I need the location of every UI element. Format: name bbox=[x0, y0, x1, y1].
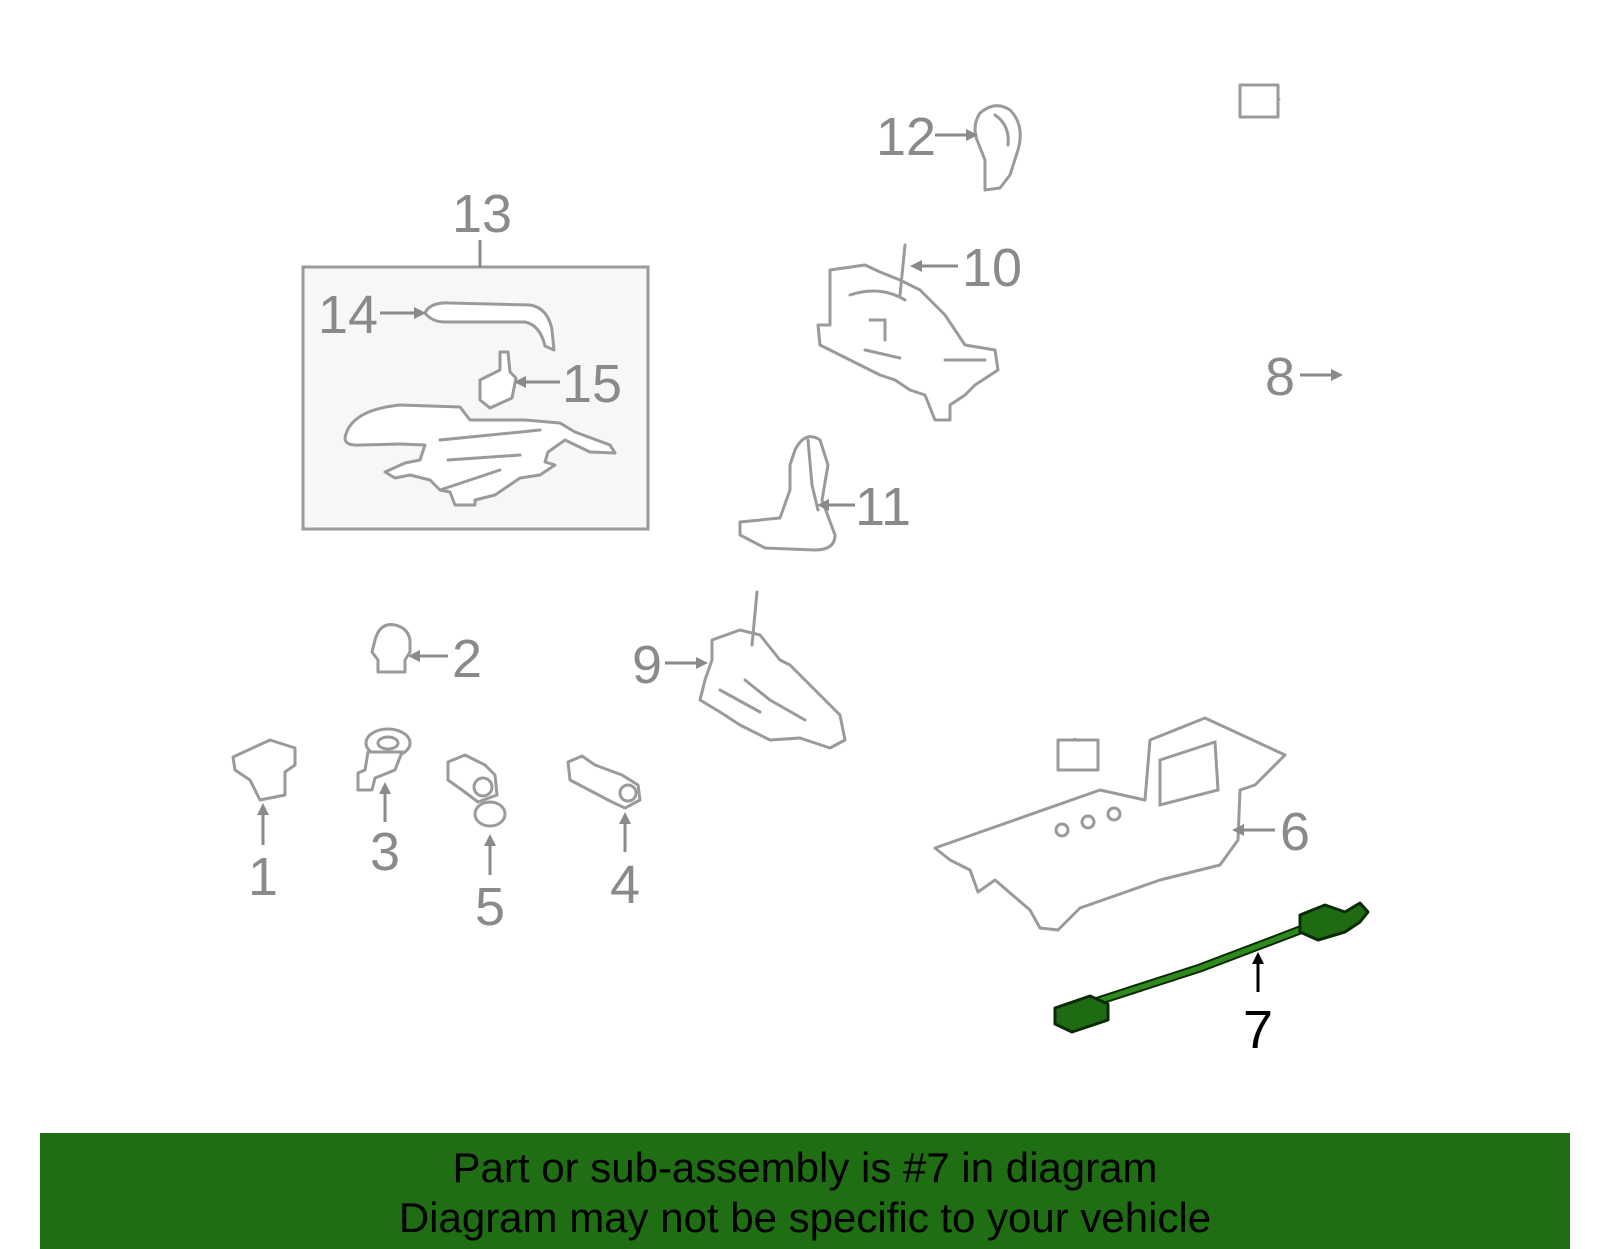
part-9-lever bbox=[750, 590, 759, 647]
part-10-lever bbox=[898, 243, 907, 297]
part-9-mechanism bbox=[698, 628, 847, 750]
part-6-hole-3 bbox=[1106, 806, 1122, 822]
banner-line-2: Diagram may not be specific to your vehi… bbox=[398, 1194, 1212, 1241]
part-14-trim[interactable] bbox=[423, 301, 556, 352]
part-6-group[interactable]: 6 bbox=[933, 716, 1310, 932]
part-13-cover-detail bbox=[438, 428, 542, 492]
callout-13: 13 bbox=[452, 184, 512, 244]
part-11-boot bbox=[738, 435, 837, 552]
part-11-group[interactable]: 11 bbox=[738, 435, 911, 552]
callout-7-arrow bbox=[1252, 952, 1264, 964]
callout-11: 11 bbox=[855, 477, 911, 537]
part-5-group[interactable]: 5 bbox=[446, 753, 507, 937]
part-5-socket bbox=[446, 753, 499, 804]
part-1-group[interactable]: 1 bbox=[231, 738, 297, 907]
callout-5: 5 bbox=[475, 877, 505, 937]
part-8-cable-inner bbox=[1073, 98, 1347, 738]
part-12-group[interactable]: 12 bbox=[876, 104, 1022, 192]
part-6-plate bbox=[933, 716, 1287, 932]
part-10-shifter bbox=[816, 263, 1000, 422]
callout-11-arrow bbox=[817, 499, 829, 511]
part-12-knob bbox=[973, 104, 1022, 192]
banner-line-1: Part or sub-assembly is #7 in diagram bbox=[452, 1144, 1158, 1191]
part-8-connector-top bbox=[1238, 83, 1280, 119]
callout-9-arrow bbox=[696, 657, 708, 669]
callout-15-arrow bbox=[514, 376, 526, 388]
callout-10: 10 bbox=[962, 238, 1022, 298]
part-5-socket-face bbox=[472, 776, 494, 798]
callout-1-arrow bbox=[257, 803, 269, 815]
callout-12-arrow bbox=[966, 129, 978, 141]
callout-1: 1 bbox=[248, 847, 278, 907]
part-15-bracket[interactable] bbox=[478, 350, 518, 410]
callout-14-arrow bbox=[414, 307, 426, 319]
part-2-clip bbox=[370, 623, 412, 674]
callout-8: 8 bbox=[1265, 347, 1295, 407]
part-8-connector-bottom bbox=[1056, 738, 1100, 772]
callout-9: 9 bbox=[632, 635, 662, 695]
part-5-bulb bbox=[473, 800, 507, 828]
part-11-boot-detail bbox=[806, 438, 820, 512]
callout-3-arrow bbox=[379, 782, 391, 794]
part-4-socket bbox=[566, 754, 642, 810]
part-9-detail bbox=[718, 678, 807, 722]
part-7-wire-inner bbox=[1092, 927, 1303, 1005]
callout-14: 14 bbox=[318, 285, 378, 345]
callout-4: 4 bbox=[610, 855, 640, 915]
part-2-group[interactable]: 2 bbox=[370, 623, 482, 689]
callout-2-arrow bbox=[408, 650, 420, 662]
part-7-connector-left bbox=[1053, 994, 1110, 1034]
part-3-body bbox=[356, 750, 404, 792]
callout-3: 3 bbox=[370, 822, 400, 882]
part-9-group[interactable]: 9 bbox=[632, 590, 847, 750]
callout-7: 7 bbox=[1243, 1000, 1273, 1060]
part-4-socket-face bbox=[618, 783, 638, 803]
callout-8-arrow bbox=[1331, 369, 1343, 381]
part-3-ring-inner bbox=[376, 735, 400, 751]
part-6-hole-1 bbox=[1054, 822, 1070, 838]
part-7-connector-right bbox=[1298, 901, 1370, 942]
callout-2: 2 bbox=[452, 629, 482, 689]
part-8-cable bbox=[1073, 98, 1347, 740]
part-6-hole-2 bbox=[1080, 814, 1096, 830]
part-3-group[interactable]: 3 bbox=[356, 727, 412, 882]
callout-10-arrow bbox=[910, 260, 922, 272]
part-13-cover[interactable] bbox=[343, 403, 617, 507]
part-8-group[interactable]: 8 bbox=[1056, 83, 1347, 772]
part-4-group[interactable]: 4 bbox=[566, 754, 642, 915]
callout-6-arrow bbox=[1232, 824, 1244, 836]
part-1-clip bbox=[231, 738, 297, 802]
part-10-detail bbox=[848, 289, 987, 362]
callout-15: 15 bbox=[562, 354, 622, 414]
callout-6: 6 bbox=[1280, 802, 1310, 862]
callout-4-arrow bbox=[619, 812, 631, 824]
part-12-knob-detail bbox=[993, 113, 1010, 147]
callout-12: 12 bbox=[876, 107, 936, 167]
part-7-group[interactable]: 7 bbox=[1053, 901, 1370, 1060]
info-banner: Part or sub-assembly is #7 in diagram Di… bbox=[40, 1133, 1570, 1249]
assembly-13-group[interactable]: 13 14 15 bbox=[301, 184, 650, 531]
part-10-group[interactable]: 10 bbox=[816, 238, 1022, 422]
callout-5-arrow bbox=[484, 834, 496, 846]
part-6-slot bbox=[1158, 739, 1220, 807]
